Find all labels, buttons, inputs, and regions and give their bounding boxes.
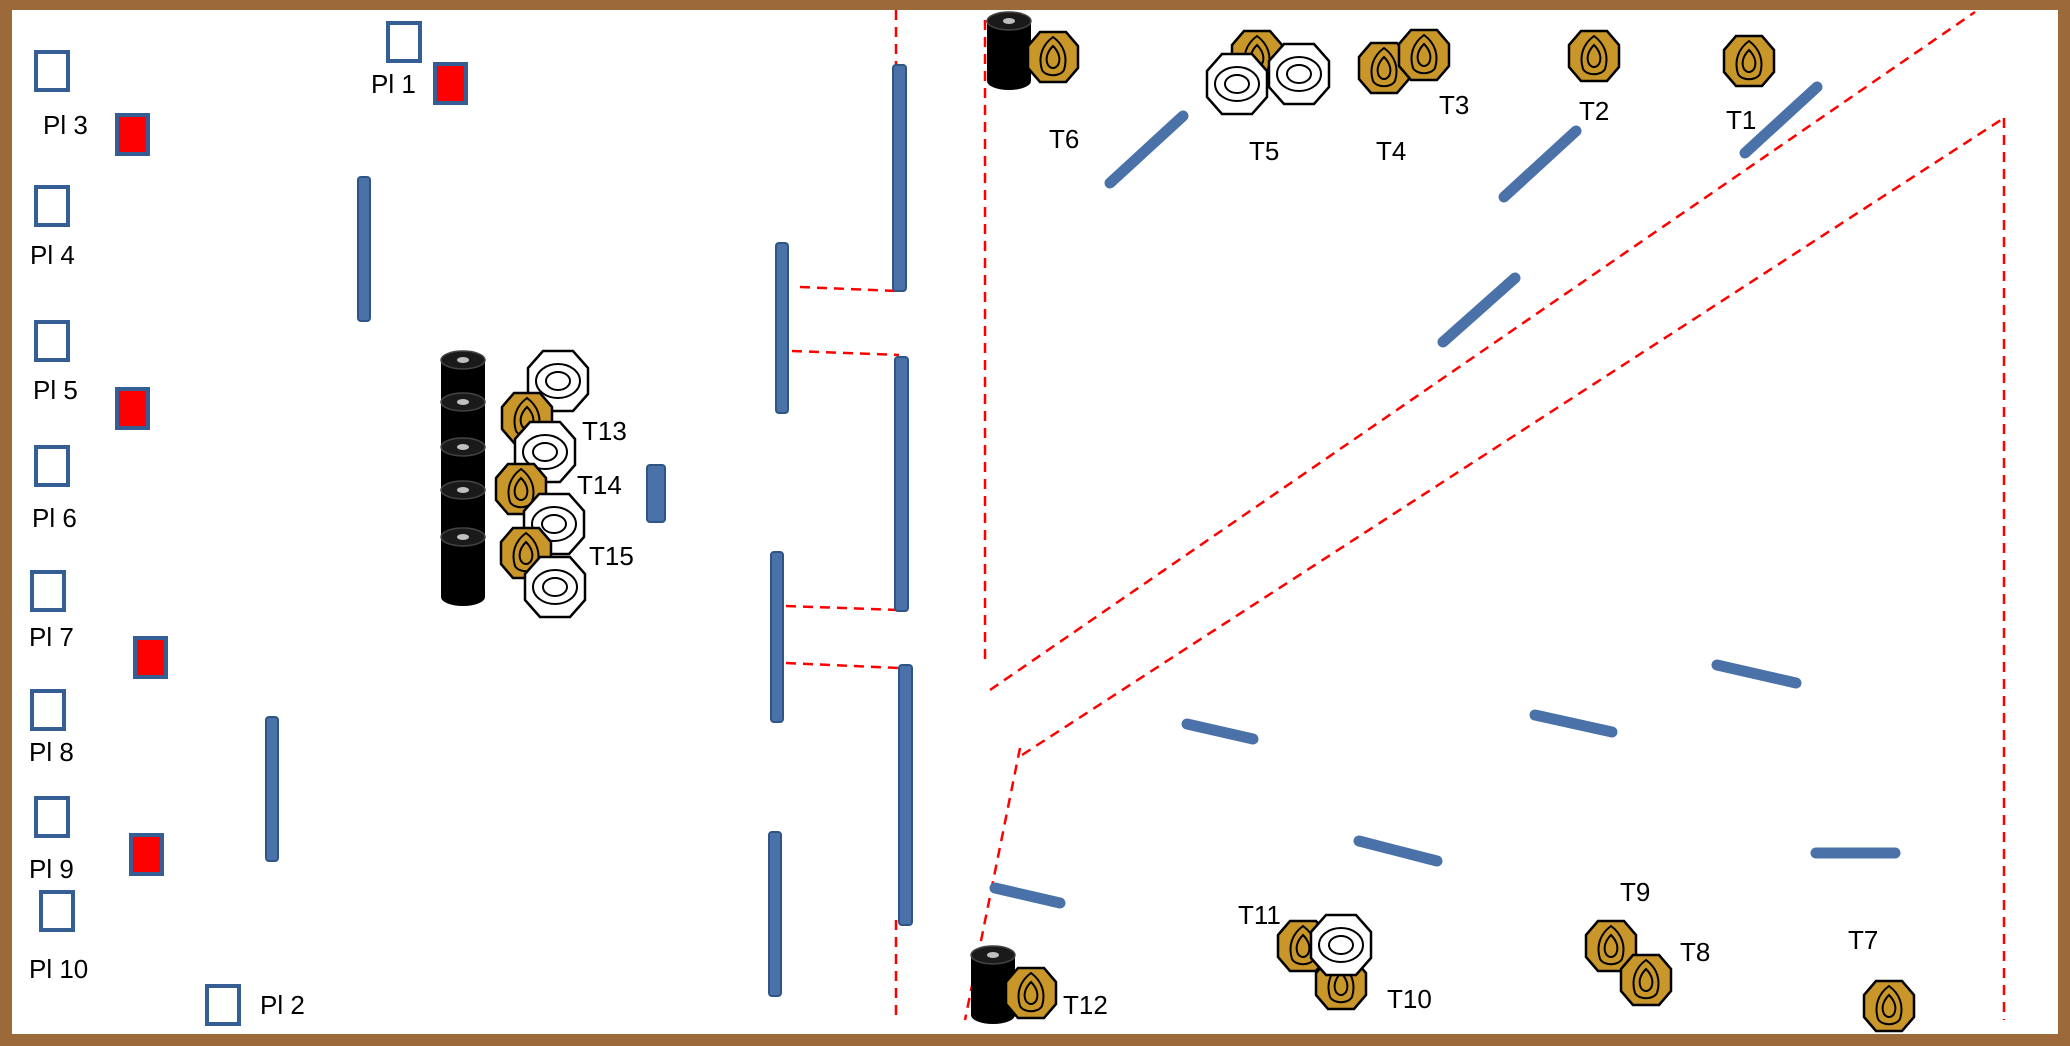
target-label-t11: T11: [1238, 900, 1281, 930]
boundary-line: [791, 349, 900, 357]
wall: [1437, 272, 1521, 348]
shooting-box-pl8: [30, 689, 66, 731]
shooting-box-pl3: [34, 50, 70, 92]
wall: [1711, 659, 1802, 689]
frame-right: [2058, 0, 2070, 1046]
barrel: [440, 527, 486, 607]
wall: [768, 831, 782, 997]
paper-target: [1309, 913, 1373, 977]
reload-station-pl3: [115, 113, 150, 156]
shooting-box-pl7: [30, 570, 66, 612]
steel-target: [1619, 953, 1673, 1007]
paper-target: [1205, 52, 1269, 116]
wall: [1353, 835, 1443, 867]
target-label-t12: T12: [1063, 990, 1108, 1020]
target-label-t2: T2: [1579, 96, 1609, 126]
wall: [892, 64, 907, 292]
shooting-box-pl2: [205, 984, 241, 1026]
target-label-t13: T13: [582, 416, 627, 446]
wall: [775, 242, 789, 414]
target-label-t1: T1: [1726, 105, 1756, 135]
position-label-pl6: Pl 6: [32, 503, 77, 533]
wall: [1181, 718, 1259, 745]
wall: [989, 882, 1066, 909]
shooting-boxes: [30, 21, 422, 1026]
walls: [265, 64, 1901, 997]
boundary-line: [1021, 116, 2005, 757]
target-label-t14: T14: [577, 470, 622, 500]
position-label-pl8: Pl 8: [29, 737, 74, 767]
target-label-t7: T7: [1848, 925, 1878, 955]
wall: [357, 176, 371, 322]
wall: [1529, 709, 1618, 738]
steel-target: [1722, 34, 1776, 88]
boundary-line: [785, 661, 900, 670]
position-label-pl7: Pl 7: [29, 622, 74, 652]
target-label-t6: T6: [1049, 124, 1079, 154]
target-label-t9: T9: [1620, 877, 1650, 907]
reload-station-pl5: [115, 387, 150, 430]
position-label-pl4: Pl 4: [30, 240, 75, 270]
reload-stations: [115, 62, 468, 876]
shooting-box-pl5: [34, 320, 70, 362]
reload-station-pl9: [129, 833, 164, 876]
position-label-pl9: Pl 9: [29, 854, 74, 884]
wall: [1739, 81, 1823, 159]
boundary-line: [785, 604, 900, 612]
target-label-t4: T4: [1376, 136, 1406, 166]
shooting-box-pl9: [34, 796, 70, 838]
target-label-t3: T3: [1439, 90, 1469, 120]
wall: [1498, 125, 1582, 203]
shooting-box-pl4: [34, 185, 70, 227]
frame-top: [0, 0, 2070, 10]
target-labels: T1 T2 T3 T4 T5 T6 T7 T8 T9 T10 T11 T12 T…: [577, 90, 1878, 1020]
wall: [770, 551, 784, 723]
target-label-t8: T8: [1680, 937, 1710, 967]
shooting-box-pl1: [386, 21, 422, 63]
position-labels: Pl 1 Pl 2 Pl 3 Pl 4 Pl 5 Pl 6 Pl 7 Pl 8 …: [29, 69, 416, 1020]
steel-target: [1004, 966, 1058, 1020]
position-label-pl1: Pl 1: [371, 69, 416, 99]
boundary-line: [989, 10, 1976, 692]
paper-target: [1267, 42, 1331, 106]
steel-target: [1567, 29, 1621, 83]
wall: [1104, 110, 1189, 189]
shooting-box-pl6: [34, 445, 70, 487]
wall: [646, 464, 666, 523]
target-label-t5: T5: [1249, 136, 1279, 166]
shooting-box-pl10: [39, 890, 75, 932]
frame-left: [0, 0, 12, 1046]
wall: [894, 356, 909, 612]
wall: [265, 716, 279, 862]
frame-bottom: [0, 1034, 2070, 1046]
paper-target: [523, 555, 587, 619]
position-label-pl2: Pl 2: [260, 990, 305, 1020]
position-label-pl3: Pl 3: [43, 110, 88, 140]
target-label-t15: T15: [589, 541, 634, 571]
barrel: [986, 11, 1032, 91]
steel-target: [1862, 979, 1916, 1033]
barrel-stack: [440, 350, 486, 607]
target-label-t10: T10: [1387, 984, 1432, 1014]
position-label-pl5: Pl 5: [33, 375, 78, 405]
position-label-pl10: Pl 10: [29, 954, 88, 984]
reload-station-pl7: [133, 636, 168, 679]
wall: [898, 664, 913, 926]
steel-target: [1026, 30, 1080, 84]
steel-target: [1397, 28, 1451, 82]
reload-station-pl1: [433, 62, 468, 105]
